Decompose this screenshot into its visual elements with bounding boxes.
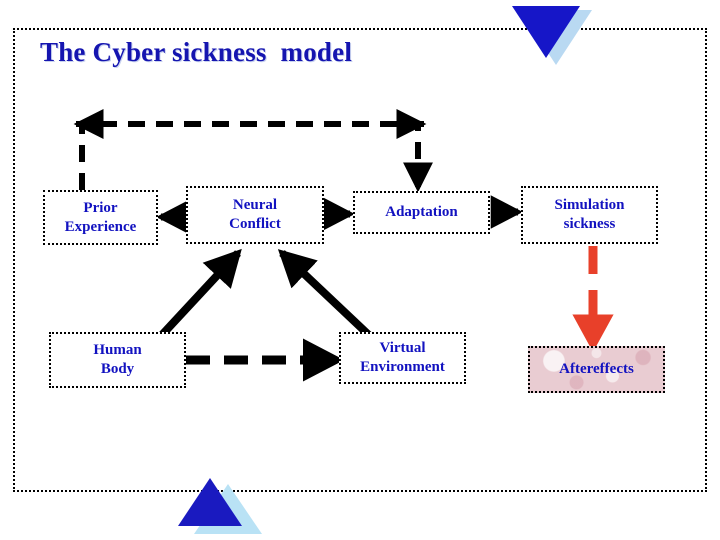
node-virtual-environment-label: Virtual Environment bbox=[360, 340, 445, 375]
connector-feedback-loop bbox=[73, 109, 433, 193]
triangle-up-decoration bbox=[170, 478, 270, 534]
node-prior-experience-label: Prior Experience bbox=[64, 199, 137, 235]
node-neural-conflict[interactable]: Neural Conflict bbox=[186, 186, 324, 244]
node-adaptation[interactable]: Adaptation bbox=[353, 191, 490, 234]
connector-humanbody-to-neural bbox=[157, 248, 242, 340]
triangle-down-decoration bbox=[508, 6, 598, 68]
node-neural-conflict-label: Neural Conflict bbox=[229, 197, 281, 232]
node-prior-experience[interactable]: Prior Experience bbox=[43, 190, 158, 245]
triangle-down-icon bbox=[512, 6, 580, 58]
page-title: The Cyber sickness model bbox=[40, 37, 353, 67]
node-virtual-environment[interactable]: Virtual Environment bbox=[339, 332, 466, 384]
node-simulation-sickness[interactable]: Simulation sickness bbox=[521, 186, 658, 244]
triangle-up-icon bbox=[178, 478, 242, 526]
node-human-body-label: Human Body bbox=[93, 342, 142, 377]
node-aftereffects-label: Aftereffects bbox=[559, 361, 634, 378]
node-aftereffects[interactable]: Aftereffects bbox=[528, 346, 665, 393]
node-human-body[interactable]: Human Body bbox=[49, 332, 186, 388]
node-adaptation-label: Adaptation bbox=[385, 204, 458, 221]
connector-virtualenv-to-neural bbox=[277, 249, 375, 341]
slide-frame-border bbox=[13, 28, 707, 492]
node-simulation-sickness-label: Simulation sickness bbox=[554, 197, 625, 232]
